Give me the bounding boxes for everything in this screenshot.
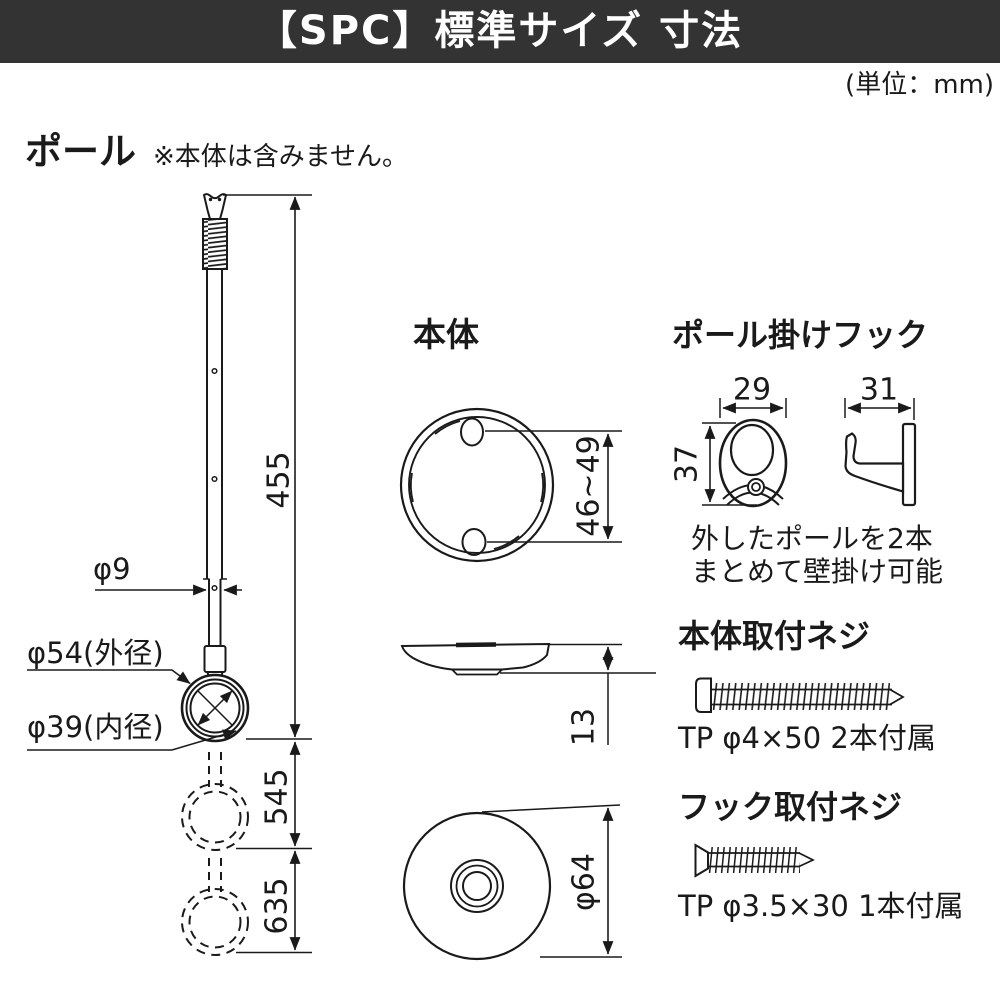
pole-section-title: ポール [25,130,136,173]
hook-side-view [844,398,917,507]
body-screw-title: 本体取付ネジ [678,617,871,655]
body-side-view [400,642,656,745]
hook-front-view [702,398,788,508]
hook-caption-line1: 外したポールを2本 [691,522,933,555]
hook-screw-drawing [694,843,815,878]
body-top-view [399,407,622,563]
dim-hook-side-depth: 31 [859,372,899,408]
hook-screw-title: フック取付ネジ [678,788,903,826]
pole-extended-positions [181,752,249,956]
dim-pole-shaft-diameter: φ9 [93,552,131,586]
body-screw-drawing [695,677,905,713]
pole-note: ※本体は含みません。 [153,142,409,172]
page-title: 【SPC】標準サイズ 寸法 [0,0,1000,63]
pole-dimension-lines [27,194,312,954]
dim-ring-outer-diameter: φ54(外径) [27,636,164,670]
hook-screw-spec: TP φ3.5×30 1本付属 [678,889,964,923]
body-bottom-view [402,804,622,961]
dim-ring-inner-diameter: φ39(内径) [27,710,164,744]
pole-drawing [180,193,250,743]
unit-note: (単位：mm) [845,70,994,100]
hook-caption-line2: まとめて壁掛け可能 [691,555,944,588]
dim-hook-front-width: 29 [732,372,772,408]
body-screw-spec: TP φ4×50 2本付属 [678,721,936,755]
body-section-title: 本体 [413,315,479,354]
hook-section-title: ポール掛けフック [672,316,929,354]
